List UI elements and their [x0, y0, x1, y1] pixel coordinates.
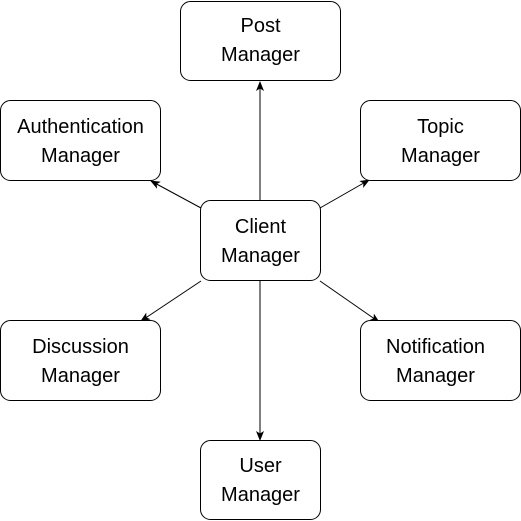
edges [140, 81, 380, 441]
node-topic-manager: Topic Manager [360, 100, 521, 181]
node-notification-manager: Notification Manager [360, 320, 521, 401]
edge-client-to-notification [319, 280, 380, 323]
edge-client-to-authentication [150, 180, 202, 209]
node-label-line2: Manager [221, 484, 300, 506]
node-discussion-manager: Discussion Manager [0, 320, 161, 401]
node-label-line1: Discussion [32, 336, 129, 358]
node-label-line1: User [239, 455, 282, 477]
node-label-line1: Authentication [17, 116, 144, 138]
node-user-manager: User Manager [200, 440, 321, 520]
node-label-line2: Manager [221, 44, 300, 66]
node-client-manager: Client Manager [200, 200, 321, 281]
node-label-line2: Manager [401, 145, 480, 167]
edge-client-to-topic [319, 179, 370, 209]
node-label-line1: Topic [417, 116, 464, 138]
edge-client-to-discussion [140, 280, 202, 322]
node-label-line1: Client [235, 216, 287, 238]
node-label-line1: Notification [386, 336, 485, 358]
node-authentication-manager: Authentication Manager [0, 100, 161, 181]
node-label-line2: Manager [396, 365, 475, 387]
node-label-line2: Manager [41, 145, 120, 167]
node-label-line2: Manager [41, 365, 120, 387]
node-label-line1: Post [240, 15, 280, 37]
node-post-manager: Post Manager [180, 1, 341, 81]
node-label-line2: Manager [221, 245, 300, 267]
